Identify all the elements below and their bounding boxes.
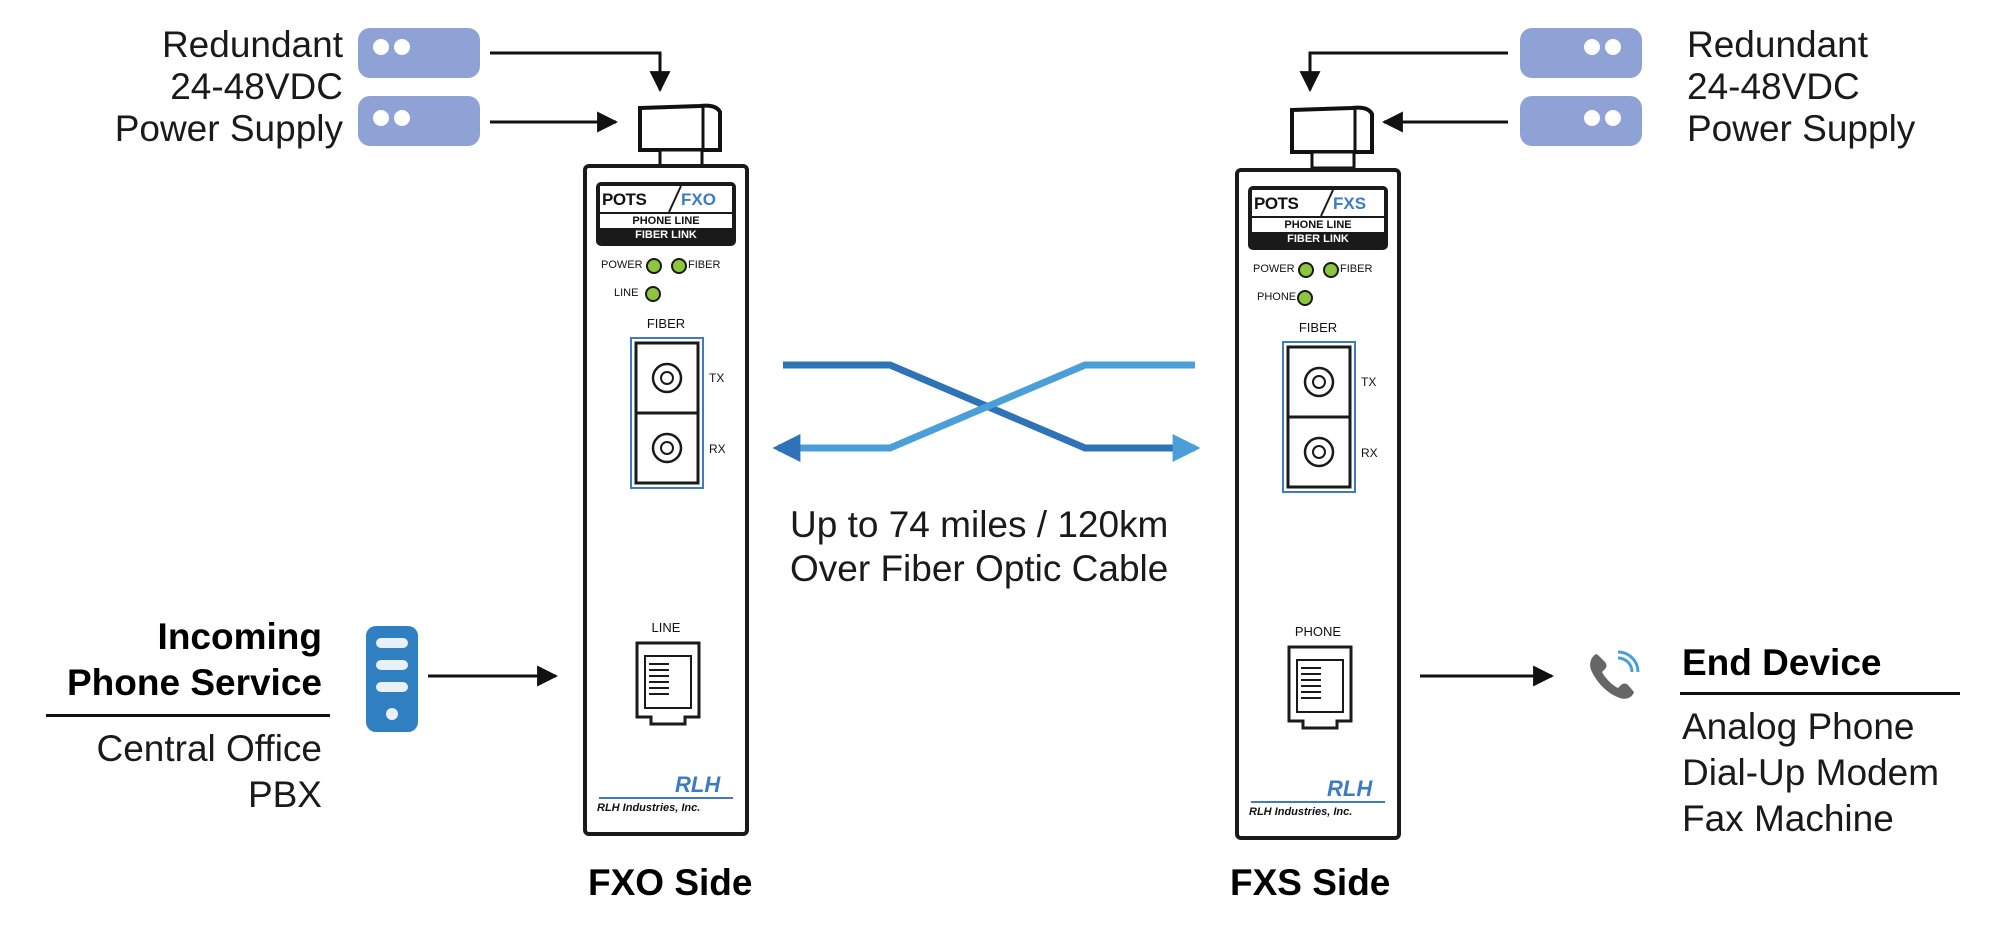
maker-label: RLH Industries, Inc. bbox=[597, 802, 701, 814]
power-supply-icon bbox=[1520, 28, 1642, 78]
power-label-line: 24-48VDC bbox=[170, 66, 343, 107]
device-line2: FIBER LINK bbox=[1287, 233, 1349, 245]
service-item: PBX bbox=[247, 774, 322, 815]
led-phone-label: PHONE bbox=[1257, 291, 1297, 303]
fxs-side-label: FXS Side bbox=[1230, 862, 1391, 903]
phone-port-label: PHONE bbox=[1294, 624, 1342, 639]
led-power-label: POWER bbox=[601, 259, 643, 271]
end-device-item: Fax Machine bbox=[1682, 798, 1894, 839]
link-caption-line: Over Fiber Optic Cable bbox=[790, 548, 1169, 589]
service-divider bbox=[46, 714, 330, 717]
rx-label: RX bbox=[709, 442, 726, 456]
led-power-label: POWER bbox=[1253, 263, 1295, 275]
maker-label: RLH Industries, Inc. bbox=[1249, 806, 1353, 818]
server-icon bbox=[366, 626, 418, 732]
fiber-cross-icon bbox=[772, 361, 1201, 462]
power-arrow bbox=[490, 51, 671, 93]
power-label-line: Redundant bbox=[161, 24, 343, 65]
brand-left: POTS bbox=[1254, 194, 1299, 213]
power-supply-icon bbox=[358, 96, 480, 146]
power-label-line: Redundant bbox=[1687, 24, 1869, 65]
fxs-device: POTS FXS PHONE LINE FIBER LINK POWER FIB… bbox=[1235, 168, 1401, 840]
fxo-device-drawing bbox=[596, 182, 736, 799]
rx-label: RX bbox=[1361, 446, 1378, 460]
device-line1: PHONE LINE bbox=[632, 215, 700, 227]
end-device-divider bbox=[1680, 692, 1960, 695]
led-fiber-label: FIBER bbox=[688, 259, 721, 271]
fxo-side-label: FXO Side bbox=[588, 862, 753, 903]
tx-label: TX bbox=[1361, 375, 1377, 389]
fxo-device: POTS FXO PHONE LINE FIBER LINK POWER FIB… bbox=[583, 164, 749, 836]
phone-icon bbox=[1590, 650, 1640, 699]
link-caption-line: Up to 74 miles / 120km bbox=[790, 504, 1169, 545]
rlh-logo: RLH bbox=[675, 772, 721, 797]
power-connector-icon bbox=[1290, 105, 1374, 170]
power-label-line: Power Supply bbox=[114, 108, 343, 149]
service-item: Central Office bbox=[96, 728, 322, 769]
device-line1: PHONE LINE bbox=[1284, 219, 1352, 231]
power-supply-icon bbox=[1520, 96, 1642, 146]
end-device-title: End Device bbox=[1682, 642, 1882, 683]
power-label-line: 24-48VDC bbox=[1687, 66, 1860, 107]
fxs-device-drawing bbox=[1248, 186, 1388, 803]
fiber-port-label: FIBER bbox=[1298, 320, 1338, 335]
led-fiber-label: FIBER bbox=[1340, 263, 1373, 275]
power-supply-icon bbox=[358, 28, 480, 78]
rj11-jack-icon bbox=[1287, 645, 1353, 730]
end-device-item: Analog Phone bbox=[1682, 706, 1915, 747]
service-title-line: Incoming bbox=[157, 616, 322, 657]
line-port-label: LINE bbox=[651, 620, 681, 635]
brand-right: FXO bbox=[681, 190, 716, 209]
brand-right: FXS bbox=[1333, 194, 1367, 213]
rlh-logo: RLH bbox=[1327, 776, 1373, 801]
brand-left: POTS bbox=[602, 190, 647, 209]
fiber-port-label: FIBER bbox=[646, 316, 686, 331]
service-title-line: Phone Service bbox=[66, 662, 322, 703]
end-device-item: Dial-Up Modem bbox=[1682, 752, 1940, 793]
led-line-label: LINE bbox=[614, 287, 639, 299]
power-label-line: Power Supply bbox=[1687, 108, 1916, 149]
device-line2: FIBER LINK bbox=[635, 229, 697, 241]
power-arrow bbox=[1299, 51, 1508, 93]
rj11-jack-icon bbox=[635, 641, 701, 726]
power-connector-icon bbox=[638, 103, 722, 168]
tx-label: TX bbox=[709, 371, 725, 385]
